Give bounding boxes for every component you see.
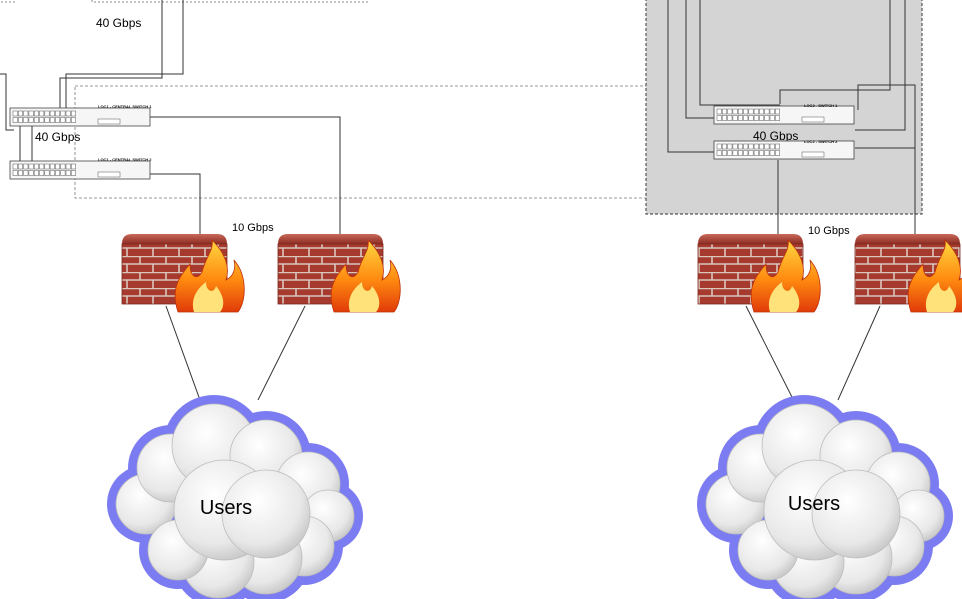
firewall-icon[interactable] <box>121 234 245 313</box>
left-cabling <box>0 0 341 401</box>
cloud-label: Users <box>788 493 840 515</box>
firewall-icon[interactable] <box>277 234 401 313</box>
cloud-shape <box>107 395 363 599</box>
cloud-icon[interactable]: Users <box>697 395 953 599</box>
switch-chassis <box>713 140 855 160</box>
switch-label: LOC2 - SWITCH 1 <box>804 103 838 108</box>
cloud-shape <box>697 395 953 599</box>
cloud-label: Users <box>200 497 252 519</box>
switch-label: LOC1 - CENTRAL SWITCH 1 <box>98 104 152 109</box>
firewall-icon[interactable] <box>854 234 962 313</box>
switch-chassis <box>9 107 151 127</box>
link-label-top: 40 Gbps <box>96 16 141 30</box>
right-switch-2[interactable]: LOC2 - SWITCH 2 <box>713 139 855 160</box>
left-site-zone <box>74 85 726 199</box>
link-label-right-firewall: 10 Gbps <box>808 225 850 237</box>
right-cabling <box>667 0 916 406</box>
top-left-box <box>0 0 16 3</box>
right-switch-1[interactable]: LOC2 - SWITCH 1 <box>713 103 855 125</box>
left-switch-2[interactable]: LOC1 - CENTRAL SWITCH 2 <box>9 157 152 180</box>
left-switch-1[interactable]: LOC1 - CENTRAL SWITCH 1 <box>9 104 152 127</box>
firewall-icon[interactable] <box>697 234 821 313</box>
switch-label: LOC1 - CENTRAL SWITCH 2 <box>98 157 152 162</box>
link-label-right-switch: 40 Gbps <box>753 129 798 143</box>
switch-label: LOC2 - SWITCH 2 <box>804 139 838 144</box>
switch-chassis <box>9 160 151 180</box>
link-label-left-switch: 40 Gbps <box>35 130 80 144</box>
link-label-left-firewall: 10 Gbps <box>232 222 274 234</box>
cloud-icon[interactable]: Users <box>107 395 363 599</box>
top-center-box <box>91 0 369 3</box>
switch-chassis <box>713 105 855 125</box>
